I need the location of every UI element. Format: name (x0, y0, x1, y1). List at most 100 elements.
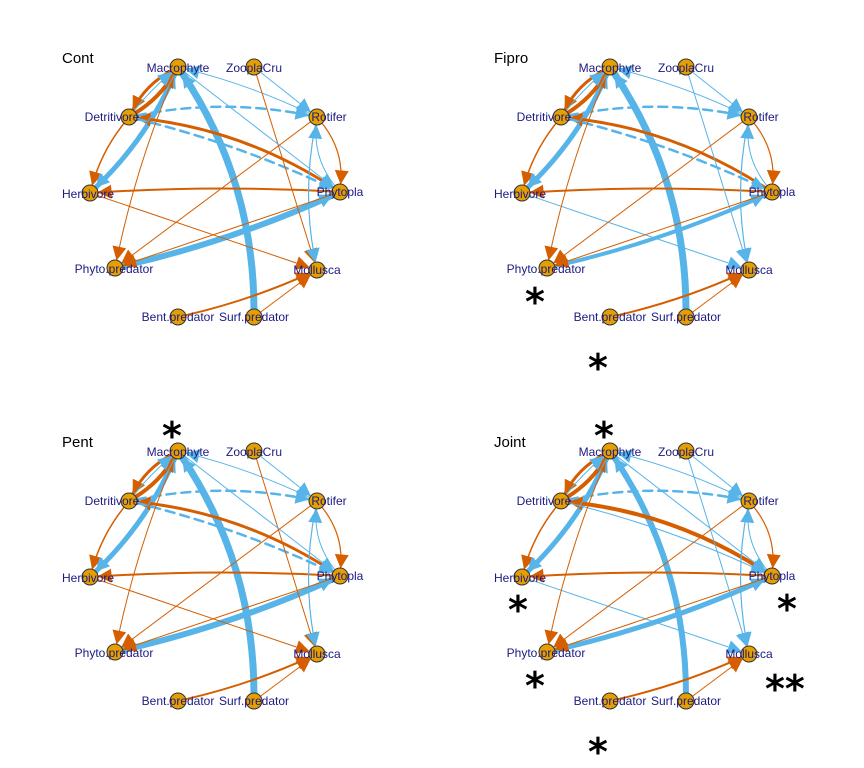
significance-star-phytopredator: * (525, 664, 545, 708)
panel-title: Fipro (494, 50, 528, 67)
edge-detritivore-to-rotifer (567, 489, 742, 504)
edge-macrophyte-to-phytopla (183, 455, 334, 572)
node-bentpredator (601, 692, 619, 710)
edge-herbivore-to-mollusca (529, 195, 742, 270)
node-label-herbivore: Herbivore (494, 571, 546, 585)
edge-detritivore-to-rotifer (135, 105, 310, 120)
node-rotifer (308, 108, 326, 126)
node-mollusca (308, 645, 326, 663)
node-label-phytopla: Phytopla (749, 185, 796, 199)
edge-phytopla-to-herbivore (97, 568, 334, 583)
edge-macrophyte-to-phytopredator (544, 457, 608, 645)
node-herbivore (81, 184, 99, 202)
node-label-mollusca: Mollusca (293, 263, 341, 277)
edge-zooplacru-to-rotifer (259, 455, 312, 497)
edge-rotifer-to-mollusca (737, 124, 752, 263)
edge-bentpredator-to-mollusca (184, 656, 311, 701)
edge-phytopla-to-rotifer (740, 124, 768, 187)
edge-macrophyte-to-herbivore (527, 457, 608, 572)
significance-star-bentpredator: * (588, 730, 608, 768)
edge-rotifer-to-phytopredator (553, 121, 744, 264)
significance-star-macrophyte: * (162, 414, 182, 458)
edge-phytopredator-to-phytopla (552, 577, 767, 653)
node-label-mollusca: Mollusca (725, 263, 773, 277)
edge-rotifer-to-phytopla (753, 122, 781, 185)
edge-phytopla-to-rotifer (308, 508, 336, 571)
edge-rotifer-to-phytopredator (121, 505, 312, 648)
significance-star-macrophyte: * (594, 414, 614, 458)
edge-detritivore-to-macrophyte (133, 71, 173, 112)
node-label-rotifer: Rotifer (743, 110, 778, 124)
node-label-detritivore: Detritivore (85, 110, 140, 124)
node-label-bentpredator: Bent.predator (142, 694, 215, 708)
node-zooplacru (677, 58, 695, 76)
edge-phytopla-to-phytopredator (554, 578, 765, 652)
edge-phytopla-to-herbivore (529, 568, 766, 583)
node-label-phytopredator: Phyto.predator (75, 646, 154, 660)
edge-macrophyte-to-phytopredator (544, 73, 608, 261)
edges (89, 65, 349, 317)
node-phytopredator (538, 643, 556, 661)
node-bentpredator (169, 692, 187, 710)
node-mollusca (740, 261, 758, 279)
edge-zooplacru-to-rotifer (691, 455, 744, 497)
node-label-zooplacru: ZooplaCru (658, 445, 714, 459)
node-mollusca (740, 645, 758, 663)
panel-title: Joint (494, 434, 527, 451)
node-zooplacru (677, 442, 695, 460)
edge-surfpredator-to-mollusca (691, 274, 743, 313)
node-surfpredator (677, 692, 695, 710)
node-bentpredator (601, 308, 619, 326)
edges (521, 449, 781, 701)
node-macrophyte (169, 58, 187, 76)
node-rotifer (740, 108, 758, 126)
node-label-bentpredator: Bent.predator (574, 310, 647, 324)
node-label-herbivore: Herbivore (494, 187, 546, 201)
node-label-mollusca: Mollusca (725, 647, 773, 661)
edges (89, 449, 349, 701)
node-macrophyte (601, 442, 619, 460)
significance-star-phytopredator: * (525, 280, 545, 324)
edge-phytopla-to-phytopredator (122, 578, 333, 652)
edge-detritivore-to-herbivore (521, 122, 557, 186)
node-phytopla (763, 183, 781, 201)
significance-star-phytopla: * (777, 587, 797, 631)
node-macrophyte (169, 442, 187, 460)
edge-herbivore-to-mollusca (529, 579, 742, 654)
edge-surfpredator-to-mollusca (259, 274, 311, 313)
edge-detritivore-to-herbivore (89, 122, 125, 186)
node-detritivore (120, 492, 138, 510)
node-label-macrophyte: Macrophyte (147, 61, 210, 75)
node-detritivore (552, 108, 570, 126)
edge-rotifer-to-mollusca (737, 508, 752, 647)
node-label-detritivore: Detritivore (517, 110, 572, 124)
edge-surfpredator-to-mollusca (259, 658, 311, 697)
significance-star-mollusca: ** (765, 667, 805, 711)
edge-surfpredator-to-macrophyte (611, 455, 689, 696)
node-phytopla (763, 567, 781, 585)
node-label-phytopredator: Phyto.predator (507, 646, 586, 660)
edge-macrophyte-to-phytopla (183, 71, 334, 188)
node-label-phytopla: Phytopla (317, 185, 364, 199)
node-rotifer (308, 492, 326, 510)
node-label-herbivore: Herbivore (62, 187, 114, 201)
node-label-macrophyte: Macrophyte (579, 445, 642, 459)
edges (521, 65, 781, 317)
node-label-macrophyte: Macrophyte (147, 445, 210, 459)
node-label-phytopredator: Phyto.predator (75, 262, 154, 276)
edge-phytopredator-to-phytopla (552, 193, 766, 269)
node-label-detritivore: Detritivore (517, 494, 572, 508)
node-label-mollusca: Mollusca (293, 647, 341, 661)
edge-zooplacru-to-rotifer (259, 71, 312, 113)
edge-surfpredator-to-macrophyte (179, 454, 258, 697)
edge-surfpredator-to-macrophyte (611, 70, 690, 313)
node-label-surfpredator: Surf.predator (651, 694, 721, 708)
node-label-macrophyte: Macrophyte (579, 61, 642, 75)
node-label-rotifer: Rotifer (743, 494, 778, 508)
node-surfpredator (245, 308, 263, 326)
node-rotifer (740, 492, 758, 510)
